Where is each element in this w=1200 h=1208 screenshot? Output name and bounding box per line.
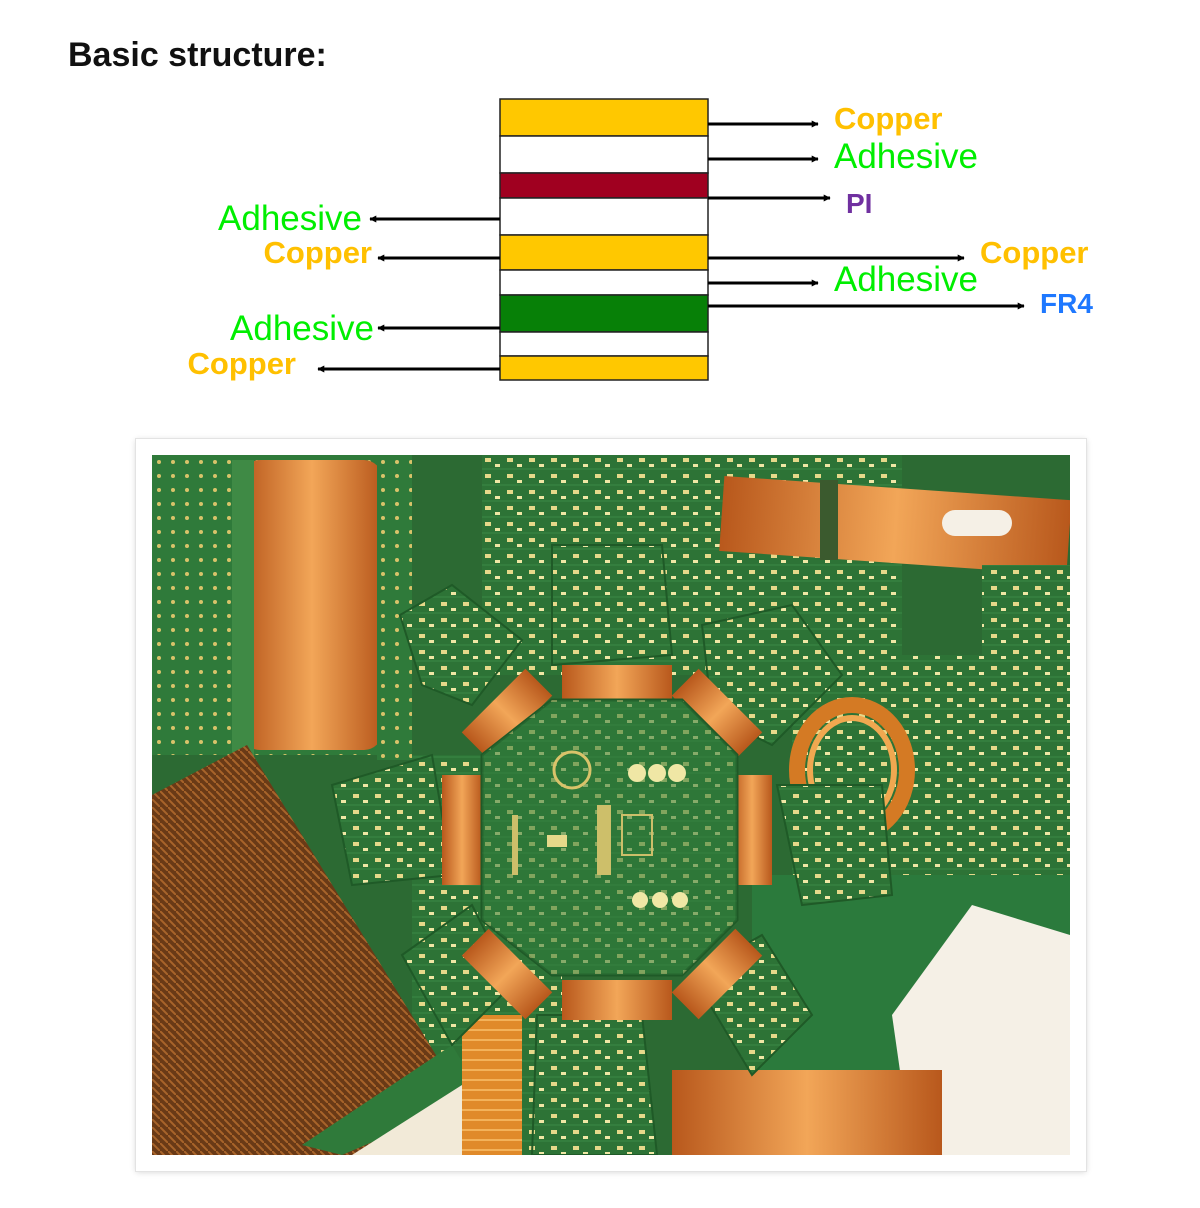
- label-left-copper-2: Copper: [188, 346, 297, 381]
- layer-adhesive-2: [499, 197, 709, 236]
- leader-arrows: [317, 120, 1025, 373]
- layer-copper-bottom: [499, 355, 709, 381]
- label-right-adhesive-1: Adhesive: [834, 137, 978, 176]
- pcb-photo-frame: [136, 439, 1086, 1171]
- label-right-pi: PI: [846, 188, 872, 219]
- page-title: Basic structure:: [68, 36, 327, 74]
- layer-fr4: [499, 294, 709, 333]
- label-right-copper-2: Copper: [980, 235, 1089, 270]
- label-left-adhesive-2: Adhesive: [230, 309, 374, 348]
- label-left-adhesive-1: Adhesive: [218, 199, 362, 238]
- layer-pi: [499, 172, 709, 199]
- label-right-copper-1: Copper: [834, 101, 943, 136]
- layer-adhesive-3: [499, 269, 709, 296]
- layer-adhesive-1: [499, 135, 709, 174]
- label-left-copper-1: Copper: [264, 235, 373, 270]
- label-right-adhesive-2: Adhesive: [834, 260, 978, 299]
- layer-copper-middle: [499, 234, 709, 271]
- layer-stack: [499, 98, 709, 381]
- layer-stack-diagram: Copper Adhesive PI Adhesive Copper Coppe…: [188, 98, 1094, 381]
- rigid-flex-pcb-photo: [152, 455, 1070, 1155]
- layer-copper-top: [499, 98, 709, 137]
- layer-adhesive-4: [499, 331, 709, 357]
- label-right-fr4: FR4: [1040, 288, 1093, 319]
- layer-labels: Copper Adhesive PI Adhesive Copper Coppe…: [188, 101, 1094, 381]
